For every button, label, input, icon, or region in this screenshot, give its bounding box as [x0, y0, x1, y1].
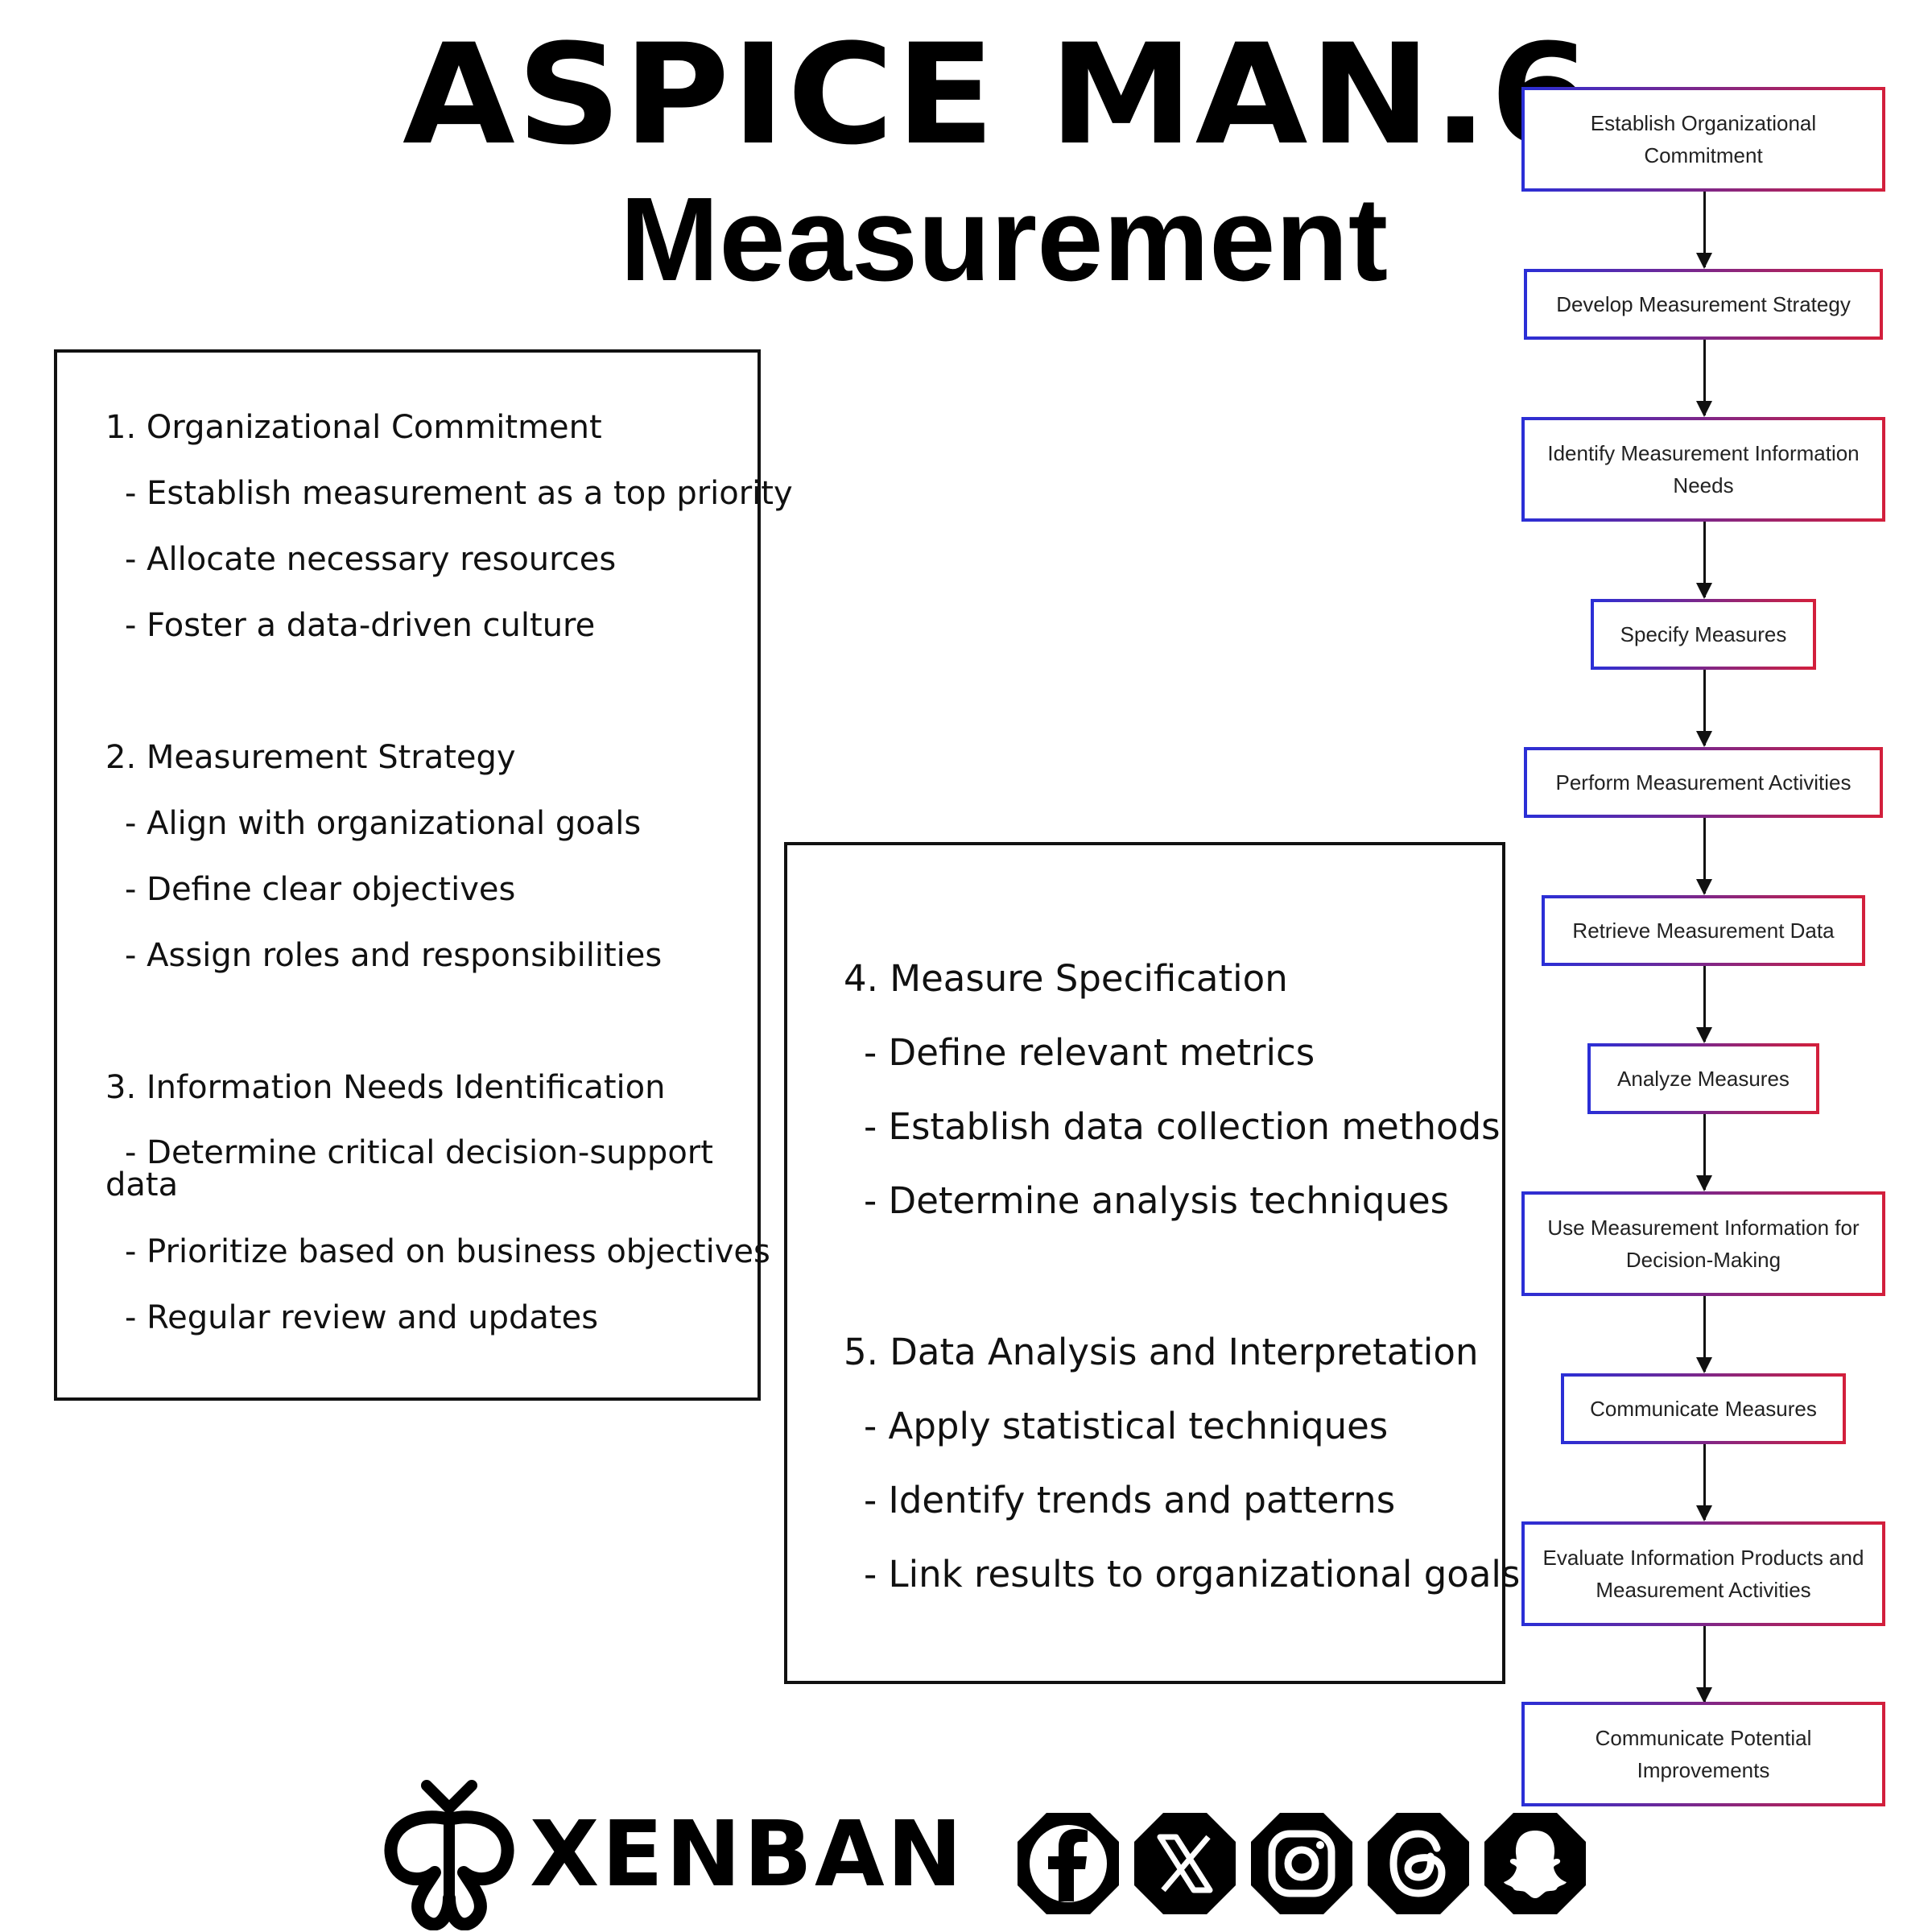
flow-step-perform-activities: Perform Measurement Activities: [1524, 747, 1883, 818]
threads-icon[interactable]: [1366, 1811, 1471, 1916]
xenban-logo-icon: [384, 1780, 514, 1930]
section-item: - Regular review and updates: [125, 1299, 599, 1336]
flow-arrow: [1696, 522, 1712, 599]
middle-panel: 4. Measure Specification - Define releva…: [784, 842, 1521, 1684]
flow-arrow: [1696, 1444, 1712, 1521]
flow-arrow: [1696, 1114, 1712, 1191]
section-item: - Link results to organizational goals: [864, 1553, 1521, 1596]
section-organizational-commitment: 1. Organizational Commitment - Establish…: [57, 394, 793, 658]
x-icon[interactable]: [1133, 1811, 1237, 1916]
section-item: - Foster a data-driven culture: [125, 607, 596, 644]
section-data-analysis: 5. Data Analysis and Interpretation - Ap…: [787, 1315, 1521, 1612]
facebook-icon[interactable]: [1016, 1811, 1121, 1916]
section-measure-specification: 4. Measure Specification - Define releva…: [787, 942, 1502, 1238]
flow-step-communicate-measures: Communicate Measures: [1561, 1373, 1846, 1444]
flow-arrow: [1696, 1626, 1712, 1703]
flow-arrow: [1696, 966, 1712, 1043]
page-subtitle: Measurement: [620, 173, 1389, 306]
section-measurement-strategy: 2. Measurement Strategy - Align with org…: [57, 724, 758, 989]
section-item: - Establish measurement as a top priorit…: [125, 475, 793, 512]
section-item: - Establish data collection methods: [864, 1105, 1501, 1148]
flow-arrow: [1696, 340, 1712, 417]
left-panel: 1. Organizational Commitment - Establish…: [54, 349, 793, 1401]
section-information-needs: 3. Information Needs Identification - De…: [57, 1055, 770, 1351]
section-item: - Prioritize based on business objective…: [125, 1233, 770, 1270]
flow-step-use-information: Use Measurement Information for Decision…: [1521, 1191, 1885, 1296]
section-title: 4. Measure Specification: [844, 957, 1288, 1000]
section-item: - Assign roles and responsibilities: [125, 937, 663, 974]
section-item: - Allocate necessary resources: [125, 541, 617, 578]
section-title: 5. Data Analysis and Interpretation: [844, 1331, 1479, 1373]
social-links: [1016, 1811, 1596, 1921]
section-title: 3. Information Needs Identification: [105, 1069, 666, 1106]
flow-step-evaluate-products: Evaluate Information Products and Measur…: [1521, 1521, 1885, 1626]
flow-step-establish-commitment: Establish Organizational Commitment: [1521, 87, 1885, 192]
section-item: - Apply statistical techniques: [864, 1405, 1389, 1447]
section-title: 1. Organizational Commitment: [105, 409, 602, 446]
section-item: - Determine analysis techniques: [864, 1179, 1450, 1222]
brand: XENBAN: [377, 1777, 962, 1930]
flow-arrow: [1696, 1296, 1712, 1373]
flow-step-retrieve-data: Retrieve Measurement Data: [1542, 895, 1865, 966]
section-item: - Identify trends and patterns: [864, 1479, 1396, 1521]
flow-step-identify-needs: Identify Measurement Information Needs: [1521, 417, 1885, 522]
flow-step-develop-strategy: Develop Measurement Strategy: [1524, 269, 1883, 340]
flow-step-specify-measures: Specify Measures: [1591, 599, 1816, 670]
process-flowchart: Establish Organizational Commitment Deve…: [1521, 87, 1889, 1806]
flow-arrow: [1696, 818, 1712, 895]
section-item: - Align with organizational goals: [125, 805, 642, 842]
section-title: 2. Measurement Strategy: [105, 739, 516, 776]
flow-step-analyze-measures: Analyze Measures: [1587, 1043, 1819, 1114]
flow-arrow: [1696, 670, 1712, 747]
section-item: - Define clear objectives: [125, 871, 516, 908]
flow-arrow: [1696, 192, 1712, 269]
brand-name: XENBAN: [530, 1802, 965, 1907]
flow-step-communicate-improvements: Communicate Potential Improvements: [1521, 1702, 1885, 1806]
section-item: - Determine critical decision-support da…: [105, 1134, 713, 1203]
snapchat-icon[interactable]: [1483, 1811, 1587, 1916]
section-item: - Define relevant metrics: [864, 1031, 1315, 1074]
page-title: ASPICE MAN.6: [402, 14, 1593, 175]
instagram-icon[interactable]: [1249, 1811, 1354, 1916]
